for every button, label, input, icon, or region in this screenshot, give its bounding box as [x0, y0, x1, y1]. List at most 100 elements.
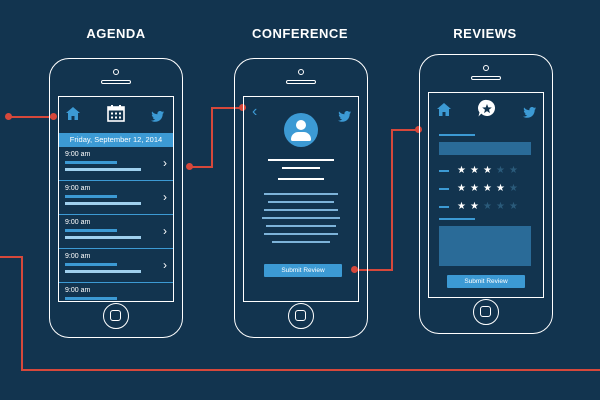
submit-review-button[interactable]: Submit Review	[264, 264, 342, 277]
conference-text-line	[272, 241, 330, 243]
camera-dot	[483, 65, 489, 71]
camera-dot	[113, 69, 119, 75]
star-icon[interactable]: ★	[457, 201, 466, 212]
chevron-right-icon[interactable]: ›	[163, 224, 167, 238]
reviews-comment-label-line	[439, 218, 475, 220]
conference-text-line	[264, 209, 338, 211]
home-button[interactable]	[473, 299, 499, 325]
star-icon[interactable]: ★	[457, 165, 466, 176]
speaker-slot	[286, 80, 316, 84]
connector-node	[415, 126, 422, 133]
connector-node	[351, 266, 358, 273]
rating-row-marker	[439, 188, 449, 190]
agenda-date-bar: Friday, September 12, 2014	[59, 133, 173, 147]
agenda-row-subtitle-line	[65, 202, 141, 205]
agenda-row-title-line	[65, 263, 117, 266]
conference-text-line	[266, 225, 336, 227]
star-icon[interactable]: ★	[470, 165, 479, 176]
star-icon[interactable]: ★	[483, 165, 492, 176]
agenda-row-subtitle-line	[65, 270, 141, 273]
connector-line	[211, 107, 241, 109]
reviews-phone: ★ ★ ★ ★ ★ ★ ★ ★ ★ ★ ★ ★ ★ ★ ★ Submit Review	[419, 54, 553, 334]
agenda-row-subtitle-line	[65, 168, 141, 171]
conference-text-line	[264, 233, 338, 235]
conference-heading-line	[282, 167, 320, 169]
connector-line	[21, 369, 600, 371]
chevron-right-icon[interactable]: ›	[163, 156, 167, 170]
connector-node	[50, 113, 57, 120]
star-chat-icon	[477, 99, 497, 124]
agenda-screen: Friday, September 12, 2014 9:00 am › 9:0…	[58, 96, 174, 302]
home-button[interactable]	[103, 303, 129, 329]
star-icon[interactable]: ★	[509, 201, 518, 212]
review-comment-textarea[interactable]	[439, 226, 531, 266]
connector-node	[5, 113, 12, 120]
user-avatar-icon	[284, 113, 318, 147]
agenda-row-title-line	[65, 195, 117, 198]
star-icon[interactable]: ★	[496, 201, 505, 212]
agenda-row-time: 9:00 am	[65, 253, 91, 260]
conference-heading-line	[268, 159, 334, 161]
star-icon[interactable]: ★	[470, 183, 479, 194]
twitter-icon[interactable]	[338, 109, 351, 127]
connector-node	[239, 104, 246, 111]
reviews-title: REVIEWS	[453, 26, 517, 41]
home-icon[interactable]	[437, 103, 451, 121]
agenda-row-time: 9:00 am	[65, 151, 91, 158]
connector-line	[8, 116, 52, 118]
conference-text-line	[264, 193, 338, 195]
reviews-heading-line	[439, 134, 475, 136]
agenda-row-time: 9:00 am	[65, 287, 91, 294]
twitter-icon[interactable]	[151, 109, 164, 127]
agenda-row[interactable]: 9:00 am ›	[59, 181, 173, 215]
back-chevron-icon[interactable]: ‹	[252, 103, 258, 120]
connector-line	[391, 129, 419, 131]
connector-line	[211, 107, 213, 168]
connector-node	[186, 163, 193, 170]
reviews-screen: ★ ★ ★ ★ ★ ★ ★ ★ ★ ★ ★ ★ ★ ★ ★ Submit Review	[428, 92, 544, 298]
conference-screen: ‹ Submit Review	[243, 96, 359, 302]
agenda-row-title-line	[65, 297, 117, 300]
connector-line	[21, 256, 23, 371]
connector-line	[0, 256, 22, 258]
star-icon[interactable]: ★	[470, 201, 479, 212]
rating-row-marker	[439, 170, 449, 172]
agenda-row-title-line	[65, 161, 117, 164]
agenda-row-time: 9:00 am	[65, 185, 91, 192]
agenda-row-subtitle-line	[65, 236, 141, 239]
connector-line	[190, 166, 212, 168]
agenda-row-title-line	[65, 229, 117, 232]
star-icon[interactable]: ★	[483, 201, 492, 212]
agenda-topbar	[59, 97, 173, 133]
submit-review-button[interactable]: Submit Review	[447, 275, 525, 288]
connector-line	[391, 129, 393, 271]
star-icon[interactable]: ★	[509, 165, 518, 176]
twitter-icon[interactable]	[523, 105, 536, 123]
star-icon[interactable]: ★	[496, 183, 505, 194]
agenda-row[interactable]: 9:00 am ›	[59, 249, 173, 283]
conference-text-line	[268, 201, 334, 203]
conference-subheading-line	[278, 178, 324, 180]
star-icon[interactable]: ★	[483, 183, 492, 194]
conference-title: CONFERENCE	[251, 26, 348, 41]
reviews-summary-box	[439, 142, 531, 155]
chevron-right-icon[interactable]: ›	[163, 190, 167, 204]
star-icon[interactable]: ★	[457, 183, 466, 194]
rating-row-marker	[439, 206, 449, 208]
home-button[interactable]	[288, 303, 314, 329]
calendar-icon[interactable]	[107, 104, 125, 127]
connector-line	[355, 269, 392, 271]
chevron-right-icon[interactable]: ›	[163, 258, 167, 272]
conference-text-line	[262, 217, 340, 219]
speaker-slot	[471, 76, 501, 80]
agenda-row[interactable]: 9:00 am ›	[59, 215, 173, 249]
agenda-phone: Friday, September 12, 2014 9:00 am › 9:0…	[49, 58, 183, 338]
speaker-slot	[101, 80, 131, 84]
star-icon[interactable]: ★	[509, 183, 518, 194]
agenda-row[interactable]: 9:00 am ›	[59, 147, 173, 181]
home-icon[interactable]	[66, 107, 80, 125]
agenda-row[interactable]: 9:00 am	[59, 283, 173, 301]
camera-dot	[298, 69, 304, 75]
agenda-title: AGENDA	[86, 26, 146, 41]
star-icon[interactable]: ★	[496, 165, 505, 176]
